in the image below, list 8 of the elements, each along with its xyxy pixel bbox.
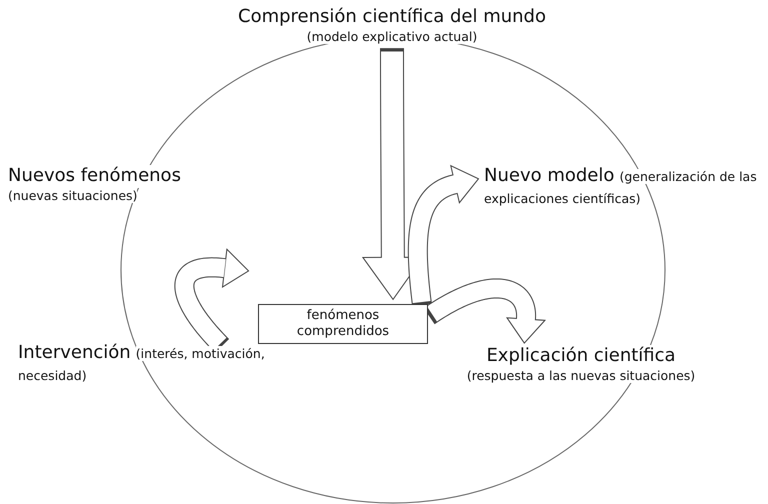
heading-text: Comprensión científica del mundo — [238, 6, 546, 28]
subtitle-text: (modelo explicativo actual) — [306, 28, 478, 44]
box-label: fenómenos comprendidos — [296, 308, 390, 340]
subtitle-text: (respuesta a las nuevas situaciones) — [466, 368, 696, 384]
process-box — [258, 304, 428, 344]
heading-text: Explicación científica — [486, 345, 676, 368]
subtitle-text: (nuevas situaciones) — [8, 188, 138, 204]
heading-text: Nuevos fenómenos — [8, 165, 181, 188]
